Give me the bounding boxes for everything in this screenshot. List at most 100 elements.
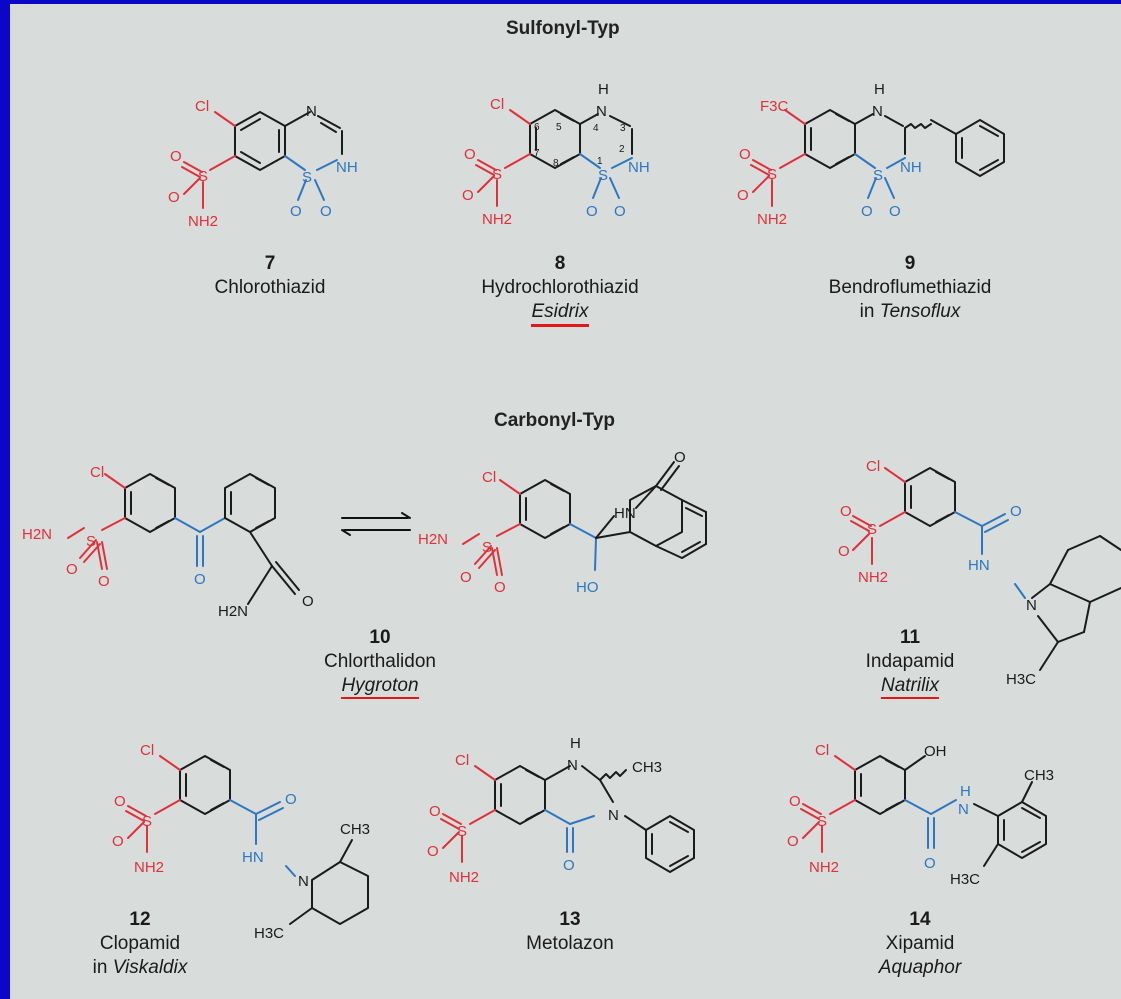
atom-o: O — [114, 793, 126, 810]
atom-o: O — [462, 187, 474, 204]
ring-number-7: 7 — [534, 148, 540, 159]
atom-o: O — [427, 843, 439, 860]
atom-n: N — [608, 807, 619, 824]
compound-caption-13: 13 Metolazon — [500, 908, 640, 956]
compound-name: Indapamid — [865, 651, 955, 672]
atom-o: O — [290, 203, 302, 220]
structure-13 — [440, 765, 695, 873]
compound-caption-8: 8 Hydrochlorothiazid Esidrix — [450, 252, 670, 327]
section-header-sulfonyl: Sulfonyl-Typ — [506, 18, 620, 39]
atom-h: H — [598, 81, 609, 98]
atom-s: S — [142, 813, 152, 830]
atom-cl: Cl — [815, 742, 829, 759]
compound-number: 14 — [909, 909, 931, 930]
ring-number-1: 1 — [597, 156, 603, 167]
compound-caption-10: 10 Chlorthalidon Hygroton — [300, 626, 460, 699]
atom-cl: Cl — [490, 96, 504, 113]
atom-nh2: NH2 — [482, 211, 512, 228]
atom-h2n: H2N — [418, 531, 448, 548]
brand-name: Aquaphor — [878, 957, 962, 978]
diagram-panel: Cl N NH S O O S O O NH2 Cl H N NH S O O … — [10, 4, 1121, 999]
brand-name: Esidrix — [531, 301, 589, 327]
atom-o: O — [98, 573, 110, 590]
atom-cl: Cl — [455, 752, 469, 769]
compound-name: Hydrochlorothiazid — [481, 277, 639, 298]
atom-nh2: NH2 — [188, 213, 218, 230]
atom-h2n: H2N — [218, 603, 248, 620]
atom-s: S — [492, 166, 502, 183]
atom-ch3: CH3 — [632, 759, 662, 776]
atom-s: S — [817, 813, 827, 830]
compound-caption-14: 14 Xipamid Aquaphor — [850, 908, 990, 980]
atom-n: N — [1026, 597, 1037, 614]
atom-nh: NH — [336, 159, 358, 176]
structure-11 — [850, 467, 1121, 671]
atom-f3c: F3C — [760, 98, 789, 115]
compound-name: Metolazon — [526, 933, 614, 954]
atom-s: S — [767, 166, 777, 183]
atom-o: O — [194, 571, 206, 588]
atom-o: O — [861, 203, 873, 220]
structure-8 — [475, 109, 633, 207]
atom-h2n: H2N — [22, 526, 52, 543]
atom-s: S — [302, 169, 312, 186]
atom-labels: Cl N NH S O O S O O NH2 Cl H N NH S O O … — [22, 81, 1054, 942]
compound-name: Xipamid — [885, 933, 955, 954]
brand-name: Viskaldix — [112, 957, 188, 978]
atom-o: O — [320, 203, 332, 220]
atom-o: O — [840, 503, 852, 520]
compound-number: 13 — [559, 909, 581, 930]
atom-nh2: NH2 — [134, 859, 164, 876]
atom-o: O — [614, 203, 626, 220]
compound-number: 8 — [554, 253, 566, 274]
atom-hn: HN — [614, 505, 636, 522]
ring-number-5: 5 — [556, 122, 562, 133]
compound-caption-7: 7 Chlorothiazid — [190, 252, 350, 300]
structure-14 — [800, 755, 1047, 867]
ring-number-3: 3 — [620, 123, 626, 134]
atom-nh2: NH2 — [858, 569, 888, 586]
atom-o: O — [460, 569, 472, 586]
compound-caption-12: 12 Clopamid in Viskaldix — [70, 908, 210, 980]
ring-number-2: 2 — [619, 144, 625, 155]
atom-nh: NH — [628, 159, 650, 176]
structure-7 — [181, 111, 343, 209]
structure-10-cyclic — [462, 461, 707, 576]
atom-o: O — [168, 189, 180, 206]
atom-h3c: H3C — [1006, 671, 1036, 688]
brand-name: Hygroton — [341, 675, 419, 699]
atom-s: S — [198, 168, 208, 185]
brand-name: Tensoflux — [879, 301, 961, 322]
structure-10-open — [67, 473, 411, 605]
atom-o: O — [739, 146, 751, 163]
atom-s: S — [457, 823, 467, 840]
atom-o: O — [66, 561, 78, 578]
structure-9 — [750, 109, 1005, 207]
atom-o: O — [464, 146, 476, 163]
compound-name: Bendroflumethiazid — [828, 277, 992, 298]
atom-hn: HN — [242, 849, 264, 866]
atom-n: N — [596, 103, 607, 120]
atom-cl: Cl — [866, 458, 880, 475]
atom-ch3: CH3 — [340, 821, 370, 838]
atom-h3c: H3C — [254, 925, 284, 942]
atom-nh2: NH2 — [449, 869, 479, 886]
atom-cl: Cl — [90, 464, 104, 481]
compound-caption-11: 11 Indapamid Natrilix — [840, 626, 980, 699]
atom-h: H — [874, 81, 885, 98]
atom-n: N — [306, 103, 317, 120]
atom-n: N — [567, 757, 578, 774]
atom-n: N — [872, 103, 883, 120]
compound-number: 10 — [369, 627, 391, 648]
atom-o: O — [112, 833, 124, 850]
atom-o: O — [494, 579, 506, 596]
atom-n: N — [298, 873, 309, 890]
atom-cl: Cl — [195, 98, 209, 115]
atom-o: O — [170, 148, 182, 165]
atom-o: O — [787, 833, 799, 850]
atom-o: O — [737, 187, 749, 204]
ring-number-6: 6 — [534, 122, 540, 133]
atom-h3c: H3C — [950, 871, 980, 888]
atom-oh: OH — [924, 743, 947, 760]
atom-h: H — [960, 783, 971, 800]
